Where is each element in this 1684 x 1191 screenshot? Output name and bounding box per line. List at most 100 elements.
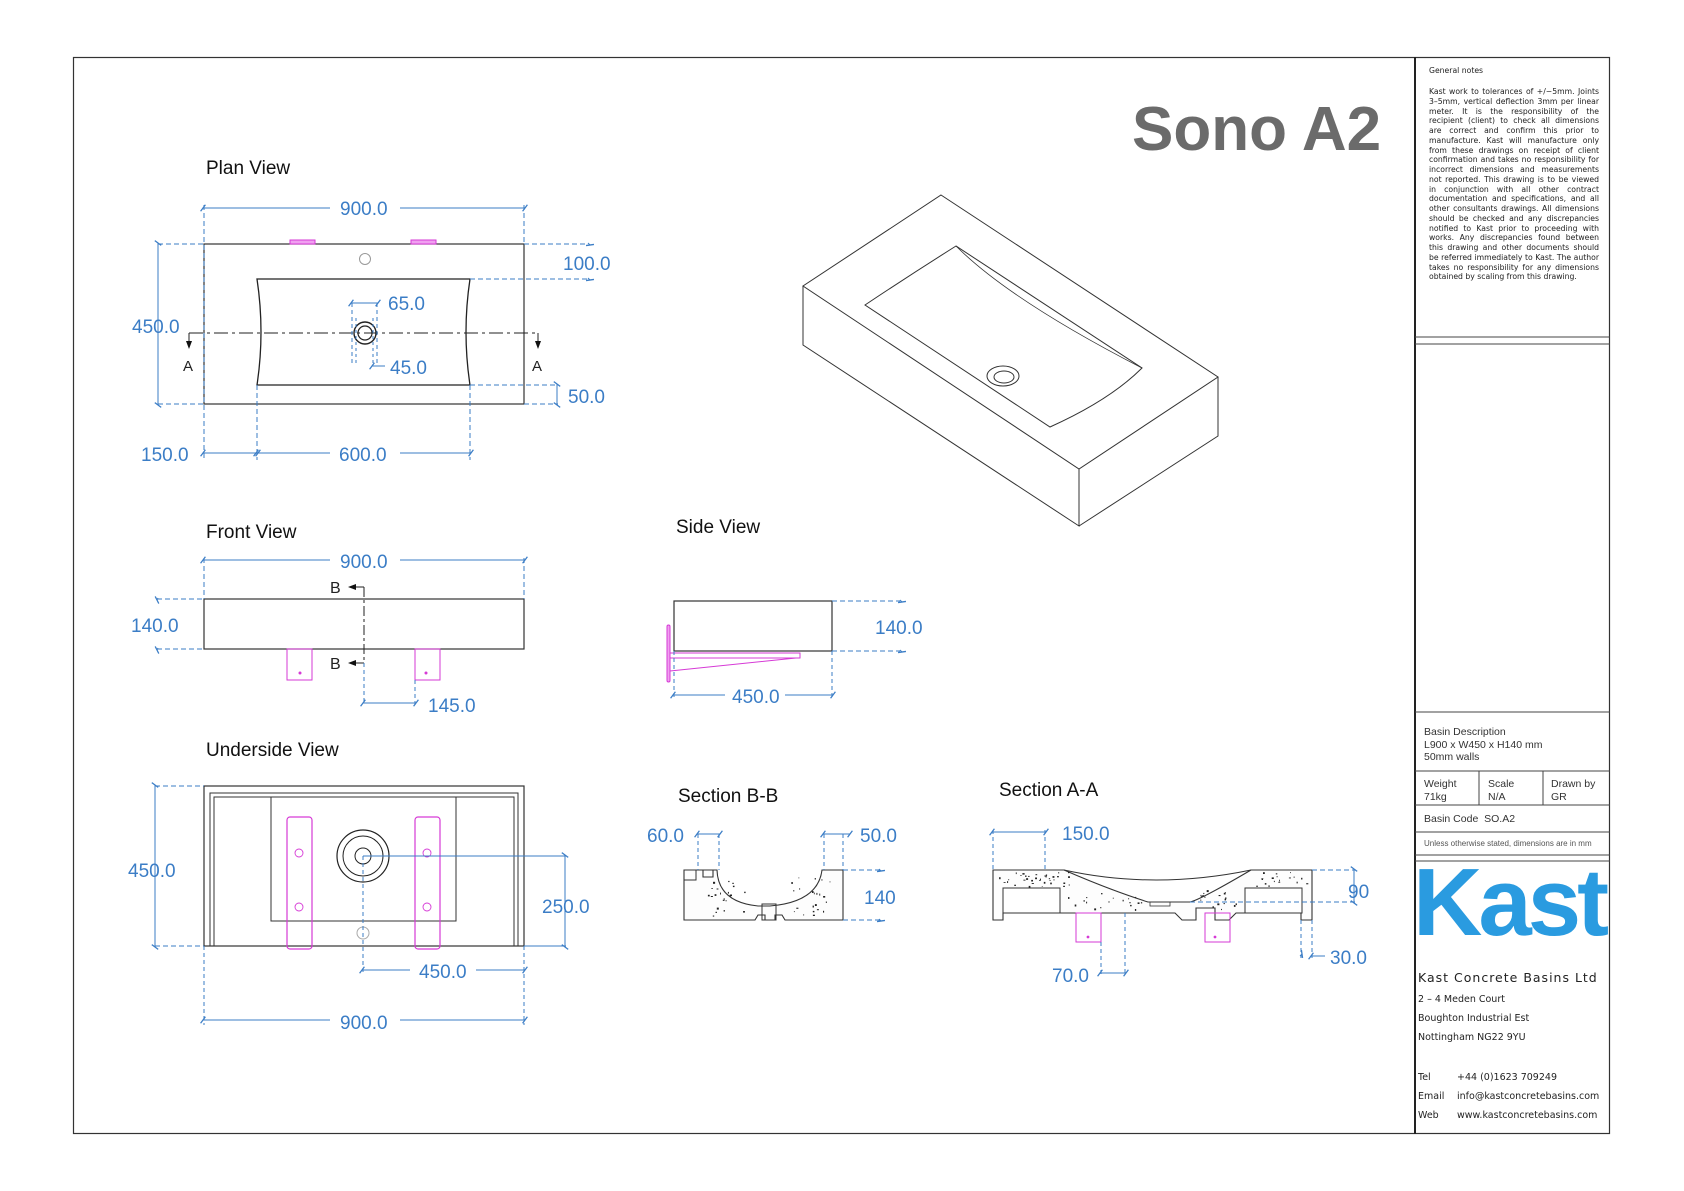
tap-hole — [359, 253, 371, 265]
scale-label: Scale — [1488, 778, 1515, 790]
concrete-speckle — [723, 910, 725, 912]
address-line-1: 2 – 4 Meden Court — [1418, 994, 1505, 1005]
concrete-speckle — [1256, 885, 1258, 887]
plan-view-title: Plan View — [206, 158, 290, 179]
email-link[interactable]: info@kastconcretebasins.com — [1457, 1091, 1600, 1102]
concrete-speckle — [1223, 903, 1225, 905]
concrete-speckle — [1045, 875, 1047, 878]
plan-bracket-right — [410, 239, 437, 245]
basin-code-value: SO.A2 — [1484, 813, 1516, 825]
concrete-speckle — [1129, 902, 1131, 904]
concrete-speckle — [793, 911, 795, 913]
concrete-speckle — [1278, 881, 1281, 883]
concrete-speckle — [723, 898, 725, 901]
concrete-speckle — [1200, 894, 1202, 897]
concrete-speckle — [1028, 885, 1031, 888]
concrete-speckle — [1224, 898, 1226, 901]
concrete-speckle — [1261, 878, 1264, 880]
plan-view: Plan View A A — [132, 158, 611, 466]
concrete-speckle — [803, 914, 805, 916]
dim-front-width: 900.0 — [340, 552, 388, 573]
section-marker-b-bottom: B — [330, 656, 341, 673]
section-marker-b-top: B — [330, 580, 341, 597]
concrete-speckle — [711, 888, 713, 889]
concrete-speckle — [1003, 882, 1006, 883]
concrete-speckle — [1022, 873, 1025, 875]
basin-description-label: Basin Description — [1424, 726, 1506, 738]
concrete-speckle — [1063, 882, 1066, 884]
basin-code-label: Basin Code — [1424, 813, 1479, 825]
concrete-speckle — [1041, 886, 1043, 887]
concrete-speckle — [1025, 875, 1027, 877]
dim-plan-front-margin: 50.0 — [568, 387, 605, 408]
concrete-speckle — [814, 904, 817, 906]
plan-bowl — [256, 278, 471, 386]
concrete-speckle — [999, 877, 1001, 880]
address-line-2: Boughton Industrial Est — [1418, 1013, 1530, 1024]
section-bb-profile — [683, 869, 844, 921]
plan-bracket-left — [289, 239, 316, 245]
concrete-speckle — [1020, 875, 1022, 876]
section-bb-title: Section B-B — [678, 786, 778, 807]
underside-view: Underside View 450.0 — [128, 740, 590, 1034]
basin-description: Basin Description L900 x W450 x H140 mm … — [1424, 726, 1542, 764]
company-name: Kast Concrete Basins Ltd — [1418, 970, 1598, 985]
concrete-speckle — [1014, 884, 1016, 886]
concrete-speckle — [1007, 881, 1009, 883]
concrete-speckle — [1049, 880, 1051, 881]
concrete-speckle — [1217, 903, 1220, 906]
concrete-speckle — [1057, 876, 1059, 878]
concrete-speckle — [730, 894, 732, 897]
concrete-speckle — [1068, 876, 1070, 878]
dim-front-bracket-offset: 145.0 — [428, 696, 476, 717]
concrete-speckle — [1275, 873, 1278, 875]
front-bracket-right — [414, 648, 441, 681]
section-aa-hatch — [999, 872, 1309, 911]
front-view-title: Front View — [206, 522, 297, 543]
concrete-speckle — [1040, 878, 1041, 880]
section-bb: Section B-B 60.0 50.0 140 — [647, 786, 897, 923]
title-block-grid — [1415, 336, 1610, 862]
concrete-speckle — [1063, 885, 1065, 887]
concrete-speckle — [1015, 872, 1017, 875]
underside-bracket-left — [286, 816, 313, 950]
section-aa-title: Section A-A — [999, 780, 1099, 801]
concrete-speckle — [1235, 903, 1237, 906]
concrete-speckle — [1128, 898, 1130, 900]
concrete-speckle — [1233, 905, 1236, 907]
dim-section-bb-height: 140 — [864, 888, 896, 909]
concrete-speckle — [712, 915, 715, 917]
iso-bowl — [864, 245, 1143, 428]
iso-waste-outer — [986, 365, 1020, 387]
concrete-speckle — [1031, 883, 1034, 884]
kast-logo: Kast — [1413, 849, 1609, 956]
concrete-speckle — [728, 880, 730, 883]
concrete-speckle — [1026, 878, 1029, 880]
dim-underside-depth: 450.0 — [128, 861, 176, 882]
weight-cell: Weight 71kg — [1424, 778, 1457, 803]
basin-description-dimensions: L900 x W450 x H140 mm — [1424, 738, 1543, 751]
concrete-speckle — [716, 888, 719, 890]
section-aa-profile — [992, 869, 1313, 921]
section-bb-hatch — [707, 877, 831, 917]
dim-plan-back-margin: 100.0 — [563, 254, 611, 275]
concrete-speckle — [715, 911, 717, 913]
front-view: Front View B B 900.0 140.0 145.0 — [131, 522, 528, 717]
concrete-speckle — [812, 891, 814, 893]
dim-section-aa-side-offset: 150.0 — [1062, 824, 1110, 845]
concrete-speckle — [1276, 876, 1278, 878]
side-outline — [673, 600, 833, 652]
concrete-speckle — [799, 888, 801, 890]
web-link[interactable]: www.kastconcretebasins.com — [1457, 1110, 1598, 1121]
units-note: Unless otherwise stated, dimensions are … — [1424, 839, 1592, 848]
side-view-title: Side View — [676, 517, 760, 538]
concrete-speckle — [1200, 899, 1202, 901]
concrete-speckle — [1039, 879, 1041, 881]
concrete-speckle — [1223, 892, 1226, 895]
basin-description-walls: 50mm walls — [1424, 751, 1480, 763]
concrete-speckle — [812, 914, 815, 916]
web-label: Web — [1418, 1110, 1439, 1121]
concrete-speckle — [1100, 907, 1102, 909]
tel-value[interactable]: +44 (0)1623 709249 — [1457, 1072, 1557, 1083]
